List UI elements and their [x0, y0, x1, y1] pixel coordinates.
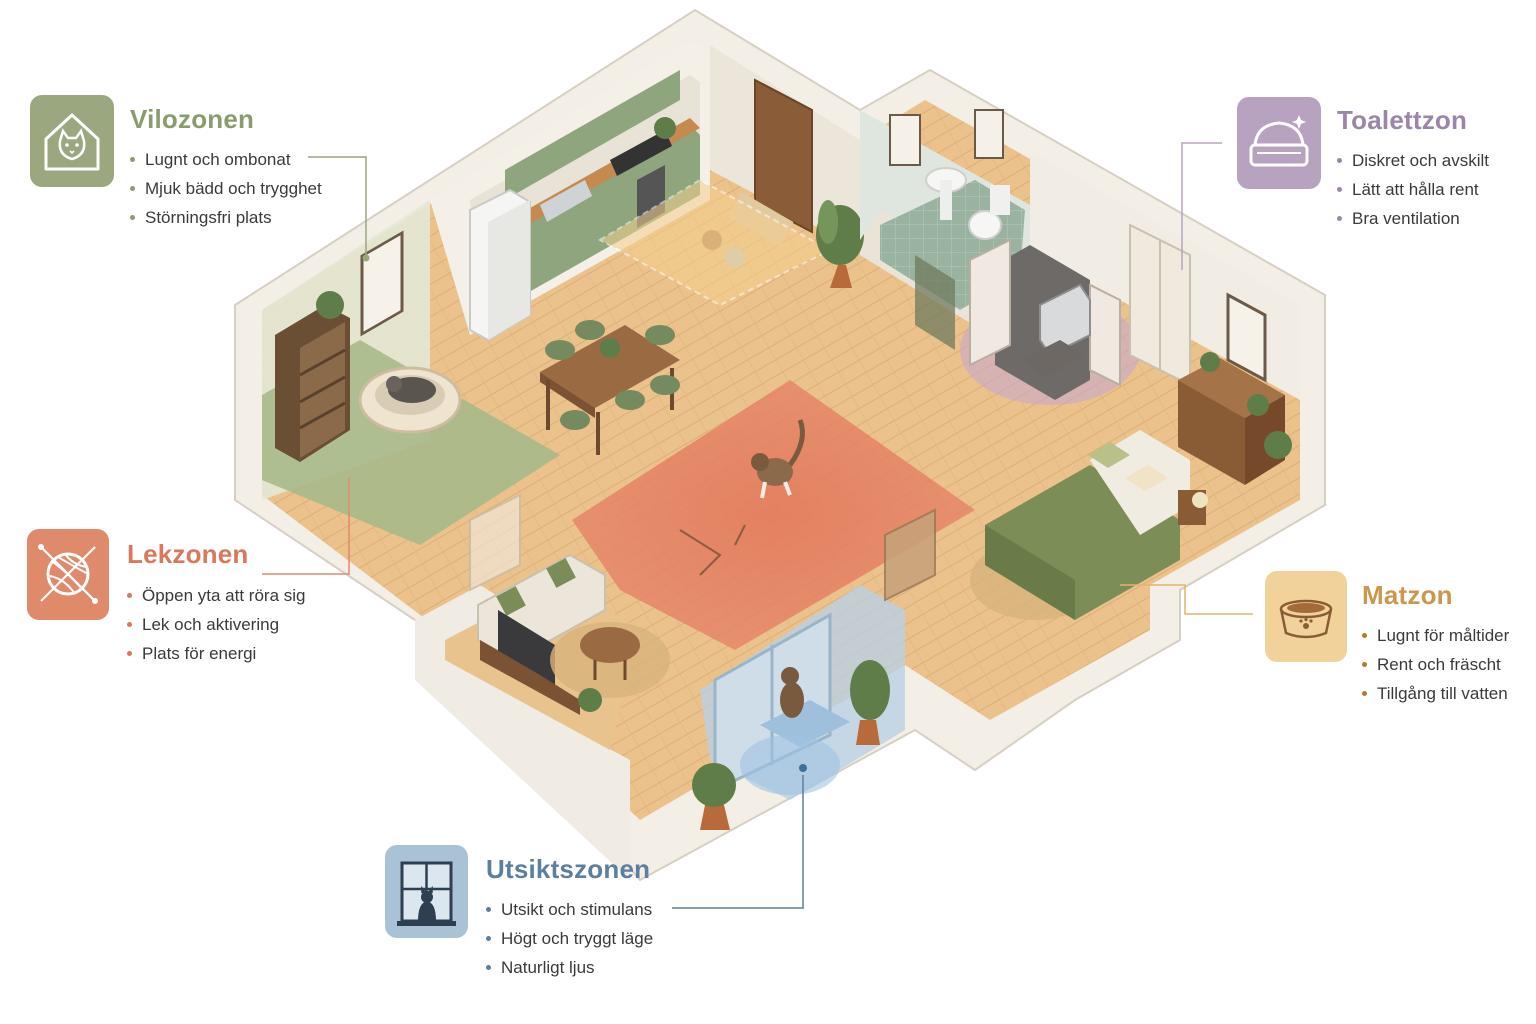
lek-zone-title: Lekzonen — [127, 539, 249, 569]
list-item: Tillgång till vatten — [1362, 679, 1509, 708]
list-item: Högt och tryggt läge — [486, 924, 653, 953]
bullet-icon — [1362, 633, 1367, 638]
list-item: Lugnt för måltider — [1362, 621, 1509, 650]
bullet-icon — [127, 651, 132, 656]
vilo-leader-dot — [362, 254, 370, 262]
list-item: Bra ventilation — [1337, 204, 1489, 233]
vilo-zone-list: Lugnt och ombonat Mjuk bädd och trygghet… — [130, 145, 322, 232]
bullet-icon — [486, 965, 491, 970]
lek-leader-line — [262, 478, 350, 575]
vilo-zone-title: Vilozonen — [130, 104, 255, 134]
bullet-icon — [1337, 216, 1342, 221]
bullet-icon — [486, 936, 491, 941]
playing-cat — [751, 419, 805, 499]
list-item: Rent och fräscht — [1362, 650, 1509, 679]
bullet-icon — [1362, 691, 1367, 696]
utsikt-zone-list: Utsikt och stimulans Högt och tryggt läg… — [486, 895, 653, 982]
vilo-leader-line — [308, 156, 367, 258]
litter-cabinet — [969, 238, 1121, 400]
utsikt-zone-title: Utsiktszonen — [486, 854, 651, 884]
list-item: Lek och aktivering — [127, 610, 305, 639]
mat-zone-title: Matzon — [1362, 580, 1453, 610]
list-item: Mjuk bädd och trygghet — [130, 174, 322, 203]
toalett-zone-list: Diskret och avskilt Lätt att hålla rent … — [1337, 146, 1489, 233]
bookshelf — [275, 291, 350, 462]
bullet-icon — [130, 215, 135, 220]
dresser — [1178, 352, 1292, 485]
floor-plant — [816, 200, 864, 288]
litter-box-icon — [1237, 97, 1321, 189]
cat-bed — [358, 366, 462, 434]
window-cat-icon — [385, 845, 468, 938]
yarn-ball-icon — [27, 529, 109, 620]
house-cat-icon — [30, 95, 114, 187]
living-room — [415, 553, 670, 880]
utsikt-leader-line — [672, 775, 804, 909]
bullet-icon — [130, 157, 135, 162]
list-item: Lätt att hålla rent — [1337, 175, 1489, 204]
list-item: Störningsfri plats — [130, 203, 322, 232]
bullet-icon — [486, 907, 491, 912]
kitchen — [469, 70, 700, 342]
mat-leader-line — [1120, 584, 1253, 615]
food-bowl-icon — [1265, 571, 1347, 662]
toalett-leader-line — [1181, 142, 1222, 270]
mat-zone-list: Lugnt för måltider Rent och fräscht Till… — [1362, 621, 1509, 708]
lek-zone-floor — [572, 380, 975, 650]
bullet-icon — [127, 593, 132, 598]
list-item: Utsikt och stimulans — [486, 895, 653, 924]
bullet-icon — [1362, 662, 1367, 667]
lek-zone-list: Öppen yta att röra sig Lek och aktiverin… — [127, 581, 305, 668]
list-item: Diskret och avskilt — [1337, 146, 1489, 175]
bullet-icon — [1337, 187, 1342, 192]
list-item: Plats för energi — [127, 639, 305, 668]
list-item: Öppen yta att röra sig — [127, 581, 305, 610]
window-nook — [692, 585, 905, 830]
bullet-icon — [127, 622, 132, 627]
list-item: Lugnt och ombonat — [130, 145, 322, 174]
bed — [970, 430, 1208, 620]
list-item: Naturligt ljus — [486, 953, 653, 982]
bullet-icon — [1337, 158, 1342, 163]
bullet-icon — [130, 186, 135, 191]
dining-table — [540, 320, 680, 455]
toalett-zone-title: Toalettzon — [1337, 105, 1468, 135]
